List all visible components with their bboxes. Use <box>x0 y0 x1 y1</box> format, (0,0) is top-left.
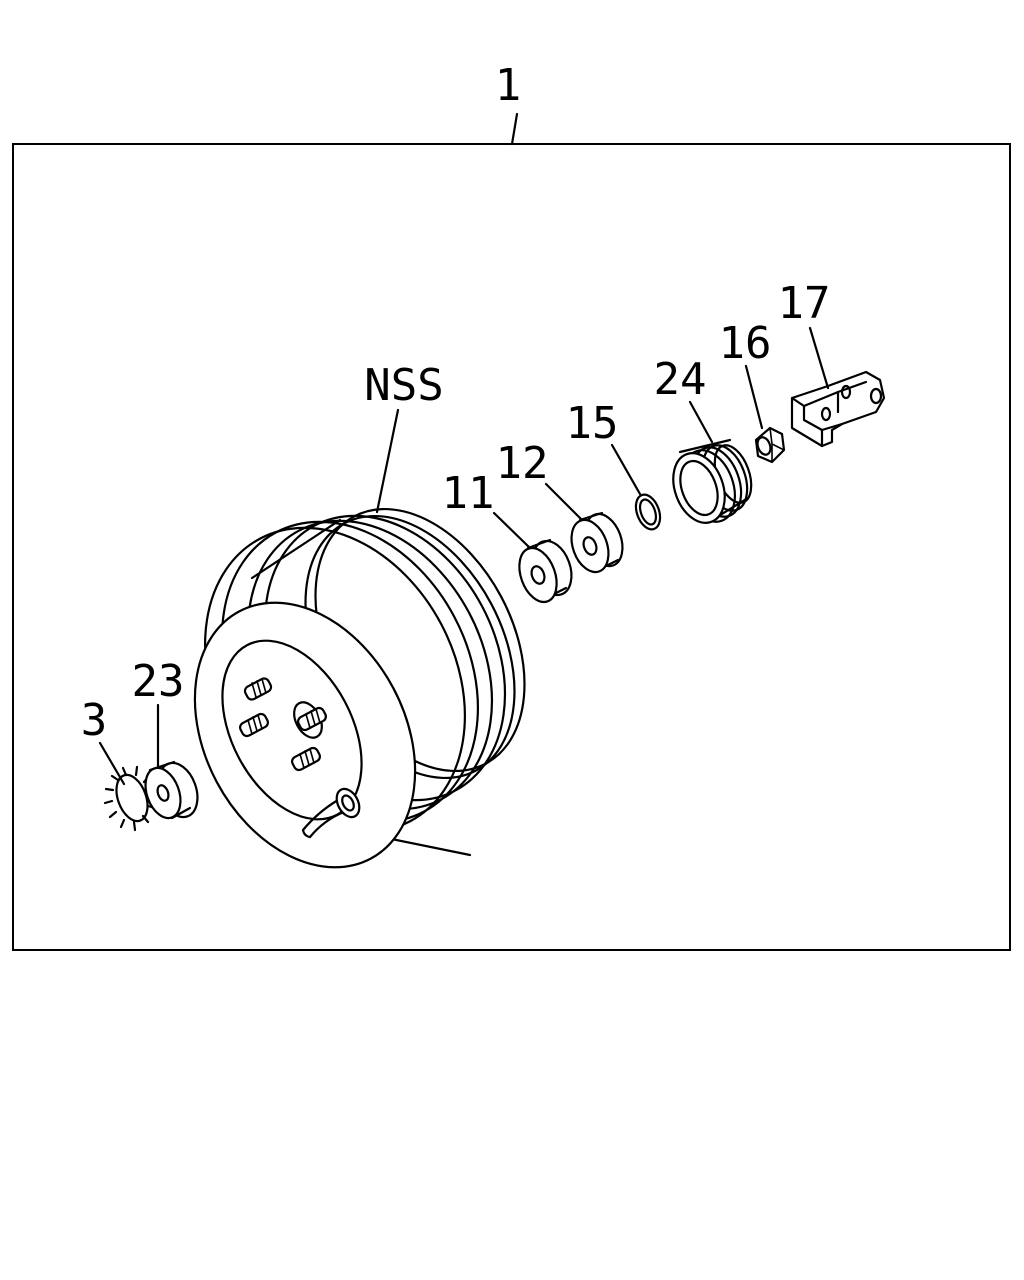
callout-3: 3 <box>81 695 108 746</box>
leader-1 <box>510 112 519 146</box>
leader-15 <box>610 443 642 496</box>
leader-24 <box>688 400 714 444</box>
leader-11 <box>492 511 532 550</box>
part-24-boot <box>672 438 753 524</box>
part-16-nut <box>754 426 786 464</box>
part-17-clevis <box>790 370 886 448</box>
mounting-studs <box>239 677 327 772</box>
callout-11: 11 <box>442 468 495 519</box>
part-23-seal <box>144 760 199 820</box>
callout-23: 23 <box>132 656 185 707</box>
callout-24: 24 <box>654 354 707 405</box>
callout-nss: NSS <box>364 360 443 411</box>
callout-15: 15 <box>566 398 619 449</box>
part-11-spacer <box>518 538 573 604</box>
leader-nss <box>375 408 400 514</box>
callout-16: 16 <box>719 318 772 369</box>
callout-12: 12 <box>496 438 549 489</box>
callout-1: 1 <box>495 60 522 111</box>
leader-16 <box>744 364 764 430</box>
leader-3 <box>98 741 126 786</box>
vacuum-port <box>301 787 361 839</box>
leader-17 <box>808 326 830 390</box>
part-12-spacer <box>570 511 624 574</box>
assembly-frame <box>12 143 1011 951</box>
callout-17: 17 <box>778 278 831 329</box>
part-15-o-ring <box>634 493 662 531</box>
leader-12 <box>544 482 584 522</box>
booster-body <box>193 507 526 869</box>
